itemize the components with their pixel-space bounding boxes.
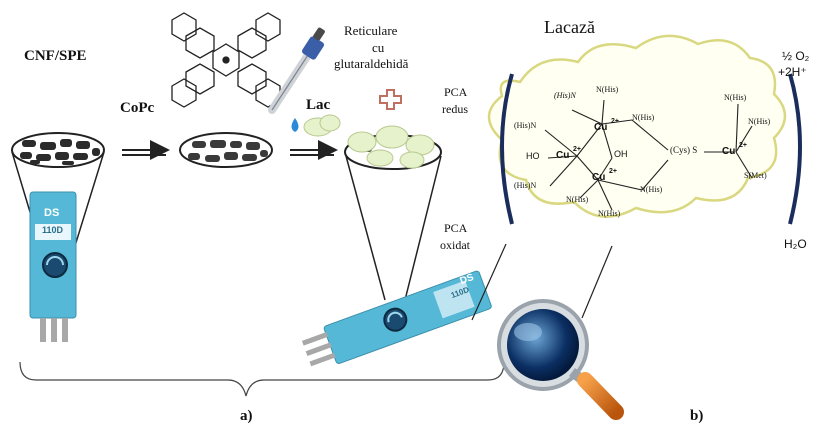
zoom-line-left — [471, 243, 507, 321]
hydroxide-ho: HO — [526, 151, 540, 161]
ligand-s-met: S(Met) — [744, 171, 767, 180]
label-crosslink-1: Reticulare — [344, 23, 398, 38]
copc-molecule — [171, 12, 281, 108]
ligand-his-n-1: (His)N — [554, 91, 576, 100]
label-pca-oxidized-2: oxidat — [440, 238, 470, 252]
copper-atom-3: Cu — [592, 172, 606, 183]
product-water: H₂O — [784, 237, 807, 251]
reactant-protons: +2H⁺ — [778, 65, 807, 79]
copper-charge-1: 2+ — [611, 118, 619, 125]
screen-printed-electrode-vertical — [29, 191, 77, 342]
copper-charge-4: 2+ — [739, 142, 747, 149]
reactant-oxygen: ½ O₂ — [782, 49, 810, 63]
pipette-icon — [268, 27, 325, 114]
label-pca-reduced-2: redus — [442, 102, 468, 116]
label-pca-oxidized-1: PCA — [444, 221, 468, 235]
label-cnf-spe: CNF/SPE — [24, 48, 87, 64]
ligand-n-his-4: N(His) — [598, 209, 621, 218]
ligand-n-his-5: N(His) — [640, 185, 663, 194]
label-pca-reduced-1: PCA — [444, 85, 468, 99]
lac-film — [344, 125, 442, 170]
magnifier-icon — [497, 299, 624, 420]
ligand-n-his-6: N(His) — [724, 93, 747, 102]
electrode-model-vertical: 110D — [42, 225, 64, 235]
copper-charge-2: 2+ — [573, 146, 581, 153]
hydroxide-oh: OH — [614, 149, 628, 159]
ligand-n-his-3: N(His) — [566, 195, 589, 204]
cnf-spe-film — [11, 132, 105, 168]
copper-atom-4: Cu — [722, 146, 736, 157]
label-lac: Lac — [306, 97, 331, 113]
laccase-blob-small — [303, 114, 341, 137]
ligand-n-his-2: N(His) — [632, 113, 655, 122]
ligand-his-n-3: (His)N — [514, 181, 537, 190]
panel-a-label: a) — [240, 408, 253, 424]
right-bracket — [788, 73, 802, 225]
plus-icon — [379, 89, 402, 110]
title-laccase: Lacază — [544, 17, 595, 37]
copper-atom-2: Cu — [556, 150, 570, 161]
drop-icon — [291, 118, 299, 132]
left-bracket — [500, 73, 514, 225]
panel-a-brace — [19, 361, 505, 397]
panel-b-label: b) — [690, 408, 704, 424]
label-copc: CoPc — [120, 100, 155, 116]
screen-printed-electrode-tilted — [301, 270, 492, 367]
label-crosslink-2: cu — [372, 40, 385, 55]
zoom-line-right — [581, 245, 613, 319]
active-site-bonds — [544, 99, 753, 211]
label-crosslink-3: glutaraldehidă — [334, 56, 409, 71]
ligand-cys-s: (Cys) S — [670, 145, 698, 155]
ligand-n-his-1: N(His) — [596, 85, 619, 94]
ligand-his-n-2: (His)N — [514, 121, 537, 130]
copper-charge-3: 2+ — [609, 168, 617, 175]
copc-film — [179, 132, 273, 168]
copper-atom-1: Cu — [594, 122, 608, 133]
electrode-brand-vertical: DS — [44, 207, 60, 219]
ligand-n-his-7: N(His) — [748, 117, 771, 126]
